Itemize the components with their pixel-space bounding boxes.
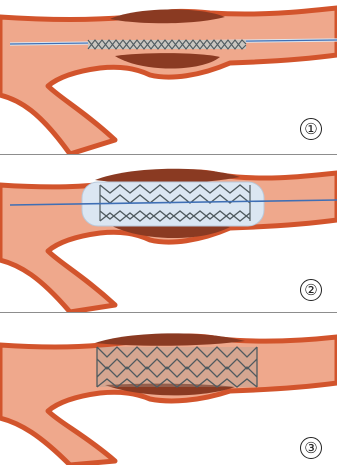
- deployed-stent: [97, 347, 257, 387]
- step-2-illustration: [0, 155, 337, 312]
- panel-step-1: ①: [0, 0, 337, 154]
- step-number-1: ①: [300, 118, 322, 140]
- step-1-illustration: [0, 0, 337, 154]
- panel-step-2: ②: [0, 155, 337, 312]
- panel-step-3: ③: [0, 313, 337, 465]
- step-3-illustration: [0, 313, 337, 465]
- step-number-2: ②: [300, 279, 322, 301]
- vessel: [0, 8, 337, 154]
- step-number-3: ③: [300, 437, 322, 459]
- crimped-stent: [88, 40, 246, 49]
